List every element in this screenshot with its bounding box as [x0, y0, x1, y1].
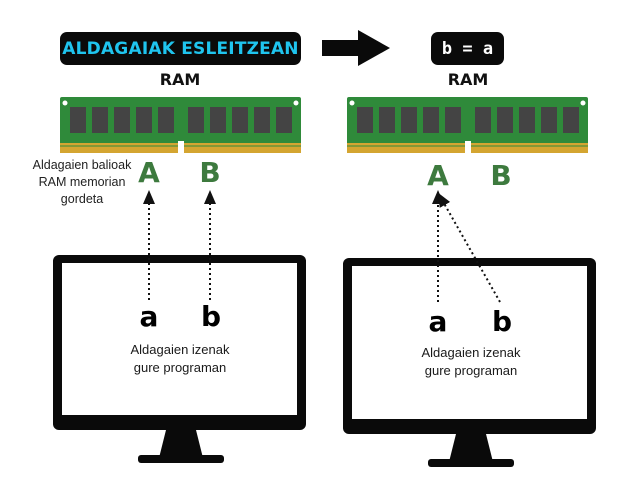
memory-note-line: Aldagaien balioak	[32, 158, 132, 172]
ram-label-right: RAM	[447, 70, 489, 89]
page-title: ALDAGAIAK ESLEITZEAN	[60, 32, 301, 65]
caption-line: Aldagaien izenak	[421, 345, 521, 360]
ram-module-left	[60, 97, 301, 153]
ram-module-right	[347, 97, 588, 153]
memory-cell-a-right: A	[427, 159, 449, 192]
memory-cell-b-right: B	[490, 159, 512, 192]
monitor-right-icon	[343, 258, 596, 467]
variable-a-left: a	[139, 300, 159, 333]
memory-note-line: RAM memorian	[38, 175, 126, 189]
memory-cell-a-left: A	[138, 156, 160, 189]
variable-b-left: b	[200, 300, 222, 333]
caption-right: Aldagaien izenak gure programan	[381, 344, 561, 380]
caption-line: Aldagaien izenak	[130, 342, 230, 357]
caption-line: gure programan	[133, 360, 227, 375]
memory-note-line: gordeta	[60, 192, 104, 206]
pointer-arrows-left	[143, 190, 216, 300]
caption-line: gure programan	[424, 363, 518, 378]
memory-note: Aldagaien balioak RAM memorian gordeta	[2, 157, 162, 208]
variable-b-right: b	[491, 305, 513, 338]
transition-arrow-icon	[322, 30, 390, 66]
monitor-left-icon	[53, 255, 306, 463]
ram-label-left: RAM	[159, 70, 201, 89]
caption-left: Aldagaien izenak gure programan	[90, 341, 270, 377]
memory-cell-b-left: B	[199, 156, 221, 189]
assignment-code: b = a	[431, 32, 504, 65]
variable-a-right: a	[428, 305, 448, 338]
